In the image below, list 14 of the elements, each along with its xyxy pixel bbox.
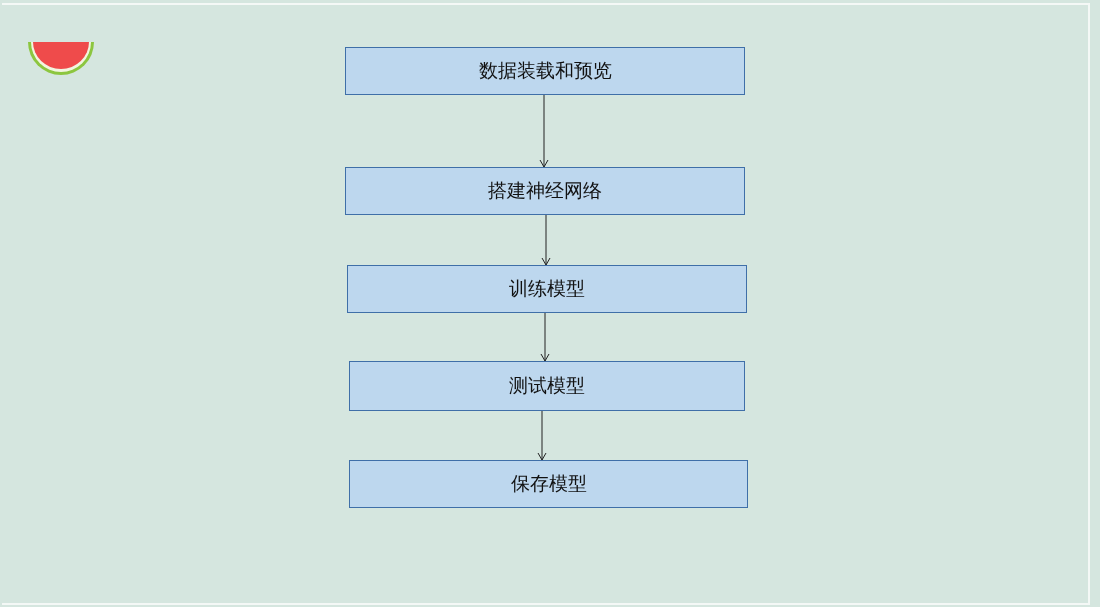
step-label: 数据装载和预览 [478,58,612,83]
process-box [347,265,747,313]
process-box [349,460,748,508]
step-label: 搭建神经网络 [488,178,602,203]
process-box [345,47,745,95]
arrow [537,410,547,461]
process-box [349,361,745,411]
step-label: 测试模型 [509,373,585,398]
step-label: 训练模型 [509,276,585,301]
arrow [541,214,551,266]
step-label: 保存模型 [510,471,587,496]
arrow [539,94,549,168]
arrow [540,312,550,362]
process-box [345,167,745,215]
